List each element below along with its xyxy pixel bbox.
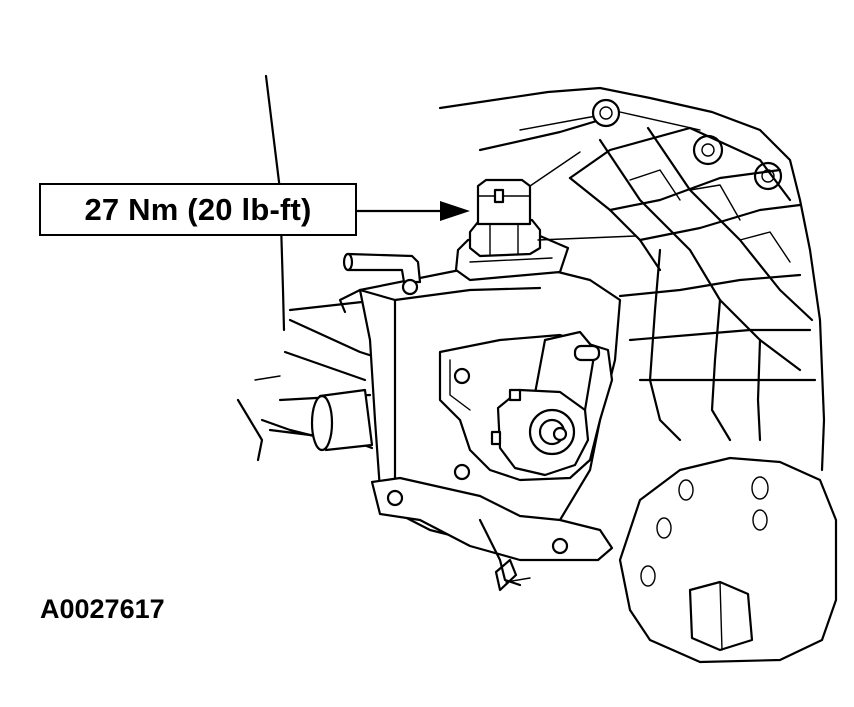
mounting-arm bbox=[370, 476, 614, 562]
figure-id: A0027617 bbox=[40, 594, 165, 624]
leader-arrowhead bbox=[440, 201, 470, 221]
torque-callout: 27 Nm (20 lb-ft) bbox=[39, 183, 357, 236]
housing-edge-line bbox=[264, 74, 286, 332]
side-plug bbox=[310, 388, 374, 452]
reverse-light-switch bbox=[468, 178, 542, 258]
case-upper-outline bbox=[438, 86, 826, 472]
vent-tube bbox=[342, 252, 422, 296]
bolt-boss-3 bbox=[753, 161, 783, 191]
shift-lever bbox=[438, 330, 614, 482]
ribbed-grid bbox=[568, 126, 817, 442]
bolt-boss-1 bbox=[591, 98, 621, 128]
torque-label: 27 Nm (20 lb-ft) bbox=[84, 191, 312, 227]
bell-flange bbox=[618, 456, 838, 664]
